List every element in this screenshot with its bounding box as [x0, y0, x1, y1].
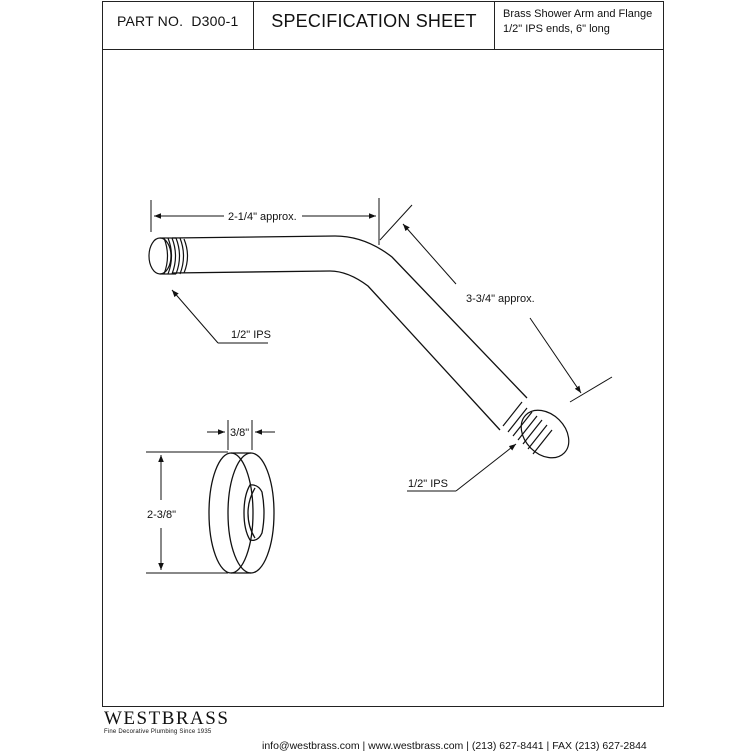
brand-name: WESTBRASS	[104, 708, 230, 729]
contact-info: info@westbrass.com | www.westbrass.com |…	[262, 740, 647, 752]
part-number: PART NO. D300-1	[117, 13, 239, 29]
description-line-1: Brass Shower Arm and Flange	[503, 8, 653, 20]
spec-sheet-frame: PART NO. D300-1 SPECIFICATION SHEET Bras…	[102, 1, 664, 707]
inlet-ips-label: 1/2" IPS	[231, 329, 271, 341]
part-number-value: D300-1	[191, 13, 239, 29]
inlet-ips-leader	[171, 289, 268, 344]
inlet-thread	[148, 237, 189, 275]
outlet-thread	[502, 401, 570, 459]
outlet-ips-label: 1/2" IPS	[408, 478, 448, 490]
dim-arm-horizontal-label: 2-1/4" approx.	[228, 211, 297, 223]
dim-flange-thickness-label: 3/8"	[230, 427, 249, 439]
dim-arm-angled-label: 3-3/4" approx.	[466, 293, 535, 305]
dim-flange-diameter	[146, 451, 228, 574]
description-cell: Brass Shower Arm and Flange 1/2" IPS end…	[495, 2, 663, 49]
header-bar: PART NO. D300-1 SPECIFICATION SHEET Bras…	[103, 2, 663, 50]
shower-arm	[171, 235, 528, 431]
outlet-ips-leader	[407, 443, 517, 492]
dim-arm-horizontal	[150, 198, 380, 245]
dim-arm-angled	[379, 204, 613, 403]
dim-flange-diameter-label: 2-3/8"	[147, 509, 176, 521]
product-description: Brass Shower Arm and Flange 1/2" IPS end…	[503, 7, 652, 37]
title-cell: SPECIFICATION SHEET	[254, 2, 495, 49]
flange	[208, 452, 275, 574]
part-number-cell: PART NO. D300-1	[103, 2, 254, 49]
page-title: SPECIFICATION SHEET	[271, 11, 477, 31]
dim-flange-thickness	[207, 420, 275, 450]
part-label: PART NO.	[117, 13, 184, 29]
brand-tagline: Fine Decorative Plumbing Since 1935	[104, 729, 212, 735]
description-line-2: 1/2" IPS ends, 6" long	[503, 23, 610, 35]
brand-logo: WESTBRASS Fine Decorative Plumbing Since…	[104, 708, 229, 735]
